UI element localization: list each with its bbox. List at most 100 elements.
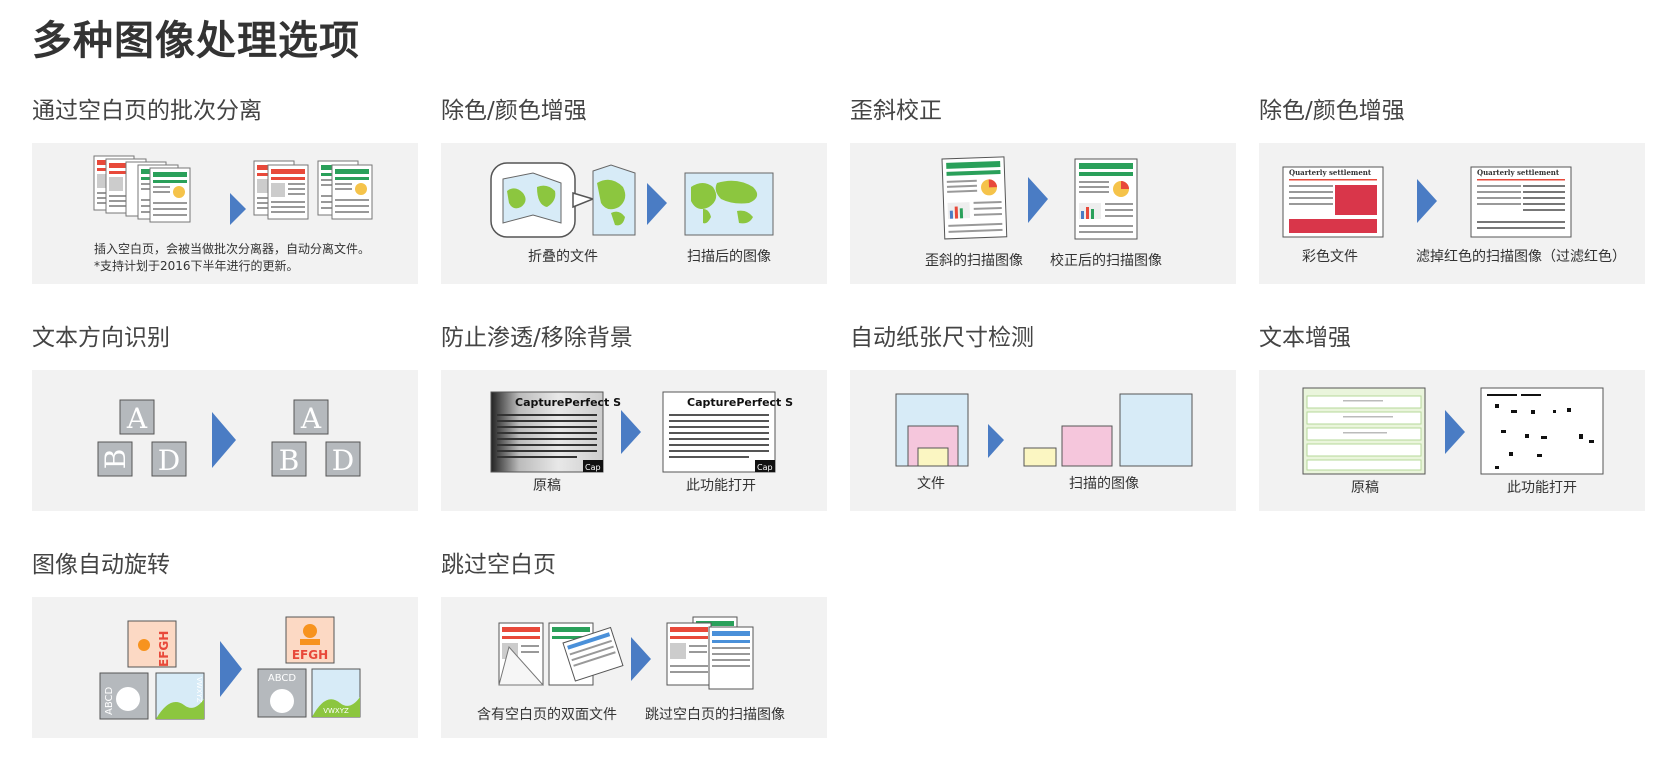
card-dropout-color-folded: 除色/颜色增强 折叠的文件 扫描后的图像 [441, 93, 827, 284]
card-bleed-through: 防止渗透/移除背景 CapturePerfect S [441, 320, 827, 511]
tile-letter-a: A [126, 402, 148, 435]
card-batch-separation: 通过空白页的批次分离 [32, 93, 418, 284]
caption-right: 此功能打开 [686, 478, 756, 494]
document-icon [1282, 166, 1384, 238]
deskew-illustration [941, 156, 1138, 240]
tile-text-abcd: ABCD [104, 686, 115, 715]
bleed-through-illustration: CapturePerfect S Cap CapturePerfect S [490, 391, 793, 473]
arrow-right-icon [647, 183, 667, 225]
card-title: 文本增强 [1259, 325, 1351, 351]
arrow-right-icon [212, 412, 236, 468]
card-auto-rotation: 图像自动旋转 EFGH ABCD VWXYZ EFGH ABCD VWXYZ [32, 547, 418, 738]
caption-right: 扫描后的图像 [687, 249, 771, 265]
tile-text-efgh: EFGH [292, 648, 328, 662]
doc-corner: Cap [757, 463, 773, 472]
card-title: 跳过空白页 [441, 552, 556, 578]
illustration-panel: CapturePerfect S Cap CapturePerfect S [441, 370, 827, 511]
arrow-right-icon [988, 424, 1004, 458]
folded-map-illustration [490, 162, 774, 238]
caption-left: 歪斜的扫描图像 [925, 253, 1023, 269]
document-icon: CapturePerfect S Cap [662, 391, 793, 473]
text-orientation-illustration: A B D A B D [97, 399, 361, 477]
card-title: 文本方向识别 [32, 325, 170, 351]
tile-letter-a: A [300, 402, 322, 435]
card-title: 通过空白页的批次分离 [32, 98, 262, 124]
card-text-enhancement: 文本增强 [1259, 320, 1645, 511]
tile-text-efgh: EFGH [157, 631, 171, 667]
illustration-panel: 文件 扫描的图像 [850, 370, 1236, 511]
doc-heading: Quarterly settlement [1289, 168, 1372, 177]
note-line-2: *支持计划于2016下半年进行的更新。 [94, 259, 299, 273]
card-title: 除色/颜色增强 [1259, 98, 1405, 124]
doc-corner: Cap [585, 463, 601, 472]
card-skip-blank-page: 跳过空白页 [441, 547, 827, 738]
doc-heading: CapturePerfect S [687, 396, 793, 409]
doc-heading: Quarterly settlement [1477, 168, 1560, 177]
document-icon [1470, 166, 1572, 238]
card-text-orientation: 文本方向识别 A B D A B D [32, 320, 418, 511]
arrow-right-icon [621, 410, 641, 454]
auto-rotation-illustration: EFGH ABCD VWXYZ EFGH ABCD VWXYZ [99, 616, 361, 720]
text-enhancement-illustration [1302, 387, 1604, 475]
card-auto-page-size: 自动纸张尺寸检测 文件 扫描的图像 [850, 320, 1236, 511]
note-line-1: 插入空白页，会被当做批次分离器，自动分离文件。 [94, 242, 371, 256]
arrow-right-icon [1028, 177, 1048, 223]
illustration-panel: 折叠的文件 扫描后的图像 [441, 143, 827, 284]
page-size-illustration [895, 393, 1193, 467]
illustration-panel: A B D A B D [32, 370, 418, 511]
batch-separation-illustration [93, 155, 373, 225]
tile-text-vwxyz: VWXYZ [323, 707, 349, 715]
card-deskew: 歪斜校正 [850, 93, 1236, 284]
card-title: 除色/颜色增强 [441, 98, 587, 124]
card-dropout-color-red: 除色/颜色增强 [1259, 93, 1645, 284]
card-title: 图像自动旋转 [32, 552, 170, 578]
caption-right: 滤掉红色的扫描图像（过滤红色） [1416, 249, 1626, 265]
tile-letter-d: D [332, 444, 354, 477]
tile-letter-d: D [158, 444, 180, 477]
document-icon: CapturePerfect S Cap [490, 391, 621, 473]
tile-text-vwxyz: VWXYZ [195, 677, 203, 703]
caption-left: 折叠的文件 [528, 249, 598, 265]
document-icon [941, 156, 1008, 240]
document-icon [1302, 387, 1426, 475]
illustration-panel: 原稿 此功能打开 [1259, 370, 1645, 511]
caption-right: 此功能打开 [1507, 480, 1577, 496]
red-dropout-illustration: Quarterly settlement Quarterly settlemen… [1282, 166, 1572, 238]
card-title: 防止渗透/移除背景 [441, 325, 633, 351]
bear-icon [270, 689, 294, 713]
arrow-right-icon [1417, 179, 1437, 223]
tile-letter-b: B [99, 449, 132, 470]
arrow-right-icon [220, 641, 242, 697]
person-icon [303, 624, 317, 638]
skip-blank-illustration [498, 616, 754, 690]
caption-left: 彩色文件 [1302, 249, 1358, 265]
caption-left: 文件 [917, 476, 945, 492]
arrow-right-icon [1445, 410, 1465, 454]
caption-left: 原稿 [1351, 480, 1379, 496]
illustration-panel: 含有空白页的双面文件 跳过空白页的扫描图像 [441, 597, 827, 738]
card-title: 自动纸张尺寸检测 [850, 325, 1034, 351]
page-title: 多种图像处理选项 [32, 18, 360, 64]
map-icon [502, 172, 562, 224]
caption-left: 含有空白页的双面文件 [477, 707, 617, 723]
arrow-right-icon [230, 193, 246, 225]
tile-text-abcd: ABCD [268, 673, 297, 684]
illustration-panel: 歪斜的扫描图像 校正后的扫描图像 [850, 143, 1236, 284]
illustration-panel: Quarterly settlement Quarterly settlemen… [1259, 143, 1645, 284]
arrow-right-icon [631, 637, 651, 681]
caption-right: 校正后的扫描图像 [1050, 253, 1162, 269]
document-icon [1074, 158, 1138, 240]
card-title: 歪斜校正 [850, 98, 942, 124]
bear-icon [116, 687, 140, 711]
document-icon [498, 622, 545, 686]
illustration-panel: EFGH ABCD VWXYZ EFGH ABCD VWXYZ [32, 597, 418, 738]
doc-heading: CapturePerfect S [515, 396, 621, 409]
illustration-panel: 插入空白页，会被当做批次分离器，自动分离文件。 *支持计划于2016下半年进行的… [32, 143, 418, 284]
caption-right: 跳过空白页的扫描图像 [645, 707, 785, 723]
document-icon [666, 622, 712, 686]
caption-right: 扫描的图像 [1069, 476, 1139, 492]
document-icon [708, 626, 754, 690]
caption-left: 原稿 [533, 478, 561, 494]
document-icon [1480, 387, 1604, 475]
tile-letter-b: B [279, 444, 300, 477]
